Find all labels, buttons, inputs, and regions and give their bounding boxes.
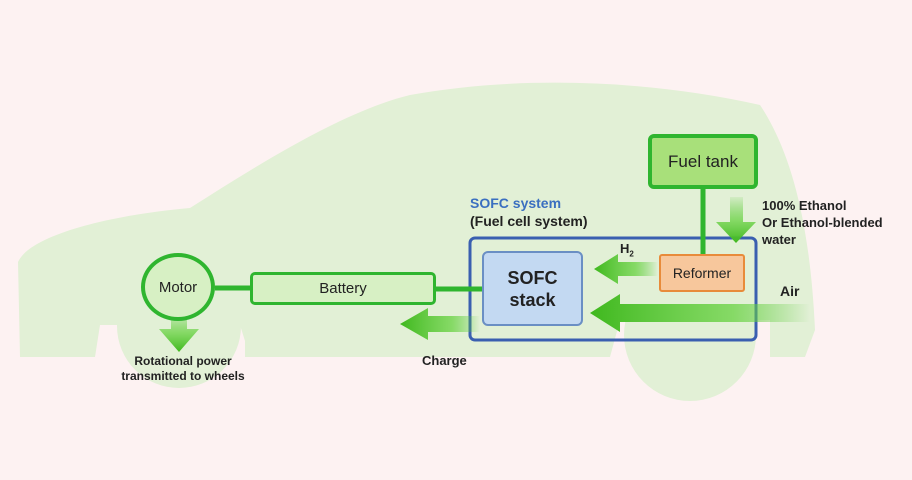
sofc-stack-label-line2: stack <box>509 289 556 310</box>
fuel-description-line3: water <box>762 232 796 247</box>
fuel-description-line2: Or Ethanol-blended <box>762 215 883 230</box>
rotational-power-line1: Rotational power <box>134 354 232 368</box>
air-arrow <box>590 294 810 332</box>
air-label: Air <box>780 283 800 299</box>
charge-arrow <box>400 308 480 340</box>
fuel-tank-label: Fuel tank <box>668 151 738 171</box>
fuel-description-line1: 100% Ethanol <box>762 198 847 213</box>
motor-circle: Motor <box>141 253 215 321</box>
sofc-system-subtitle: (Fuel cell system) <box>470 213 588 229</box>
reformer-box: Reformer <box>659 254 745 292</box>
h2-label: H2 <box>620 241 634 259</box>
battery-label: Battery <box>319 280 367 297</box>
fuel-tank-box: Fuel tank <box>648 134 758 189</box>
h2-label-main: H <box>620 241 630 256</box>
h2-label-sub: 2 <box>629 249 634 259</box>
rotational-power-label: Rotational power transmitted to wheels <box>100 354 266 384</box>
rotational-arrow <box>159 313 199 352</box>
fuel-down-arrow <box>716 197 756 243</box>
motor-label: Motor <box>158 278 198 296</box>
h2-arrow <box>594 254 658 284</box>
battery-box: Battery <box>250 272 436 305</box>
charge-label: Charge <box>422 353 467 368</box>
sofc-stack-box: SOFC stack <box>482 251 583 326</box>
front-wheel <box>624 269 756 401</box>
sofc-system-title: SOFC system <box>470 195 562 211</box>
reformer-label: Reformer <box>672 265 732 281</box>
rotational-power-line2: transmitted to wheels <box>121 369 245 383</box>
fuel-description: 100% Ethanol Or Ethanol-blended water <box>762 197 883 248</box>
sofc-stack-label-line1: SOFC <box>507 267 558 288</box>
